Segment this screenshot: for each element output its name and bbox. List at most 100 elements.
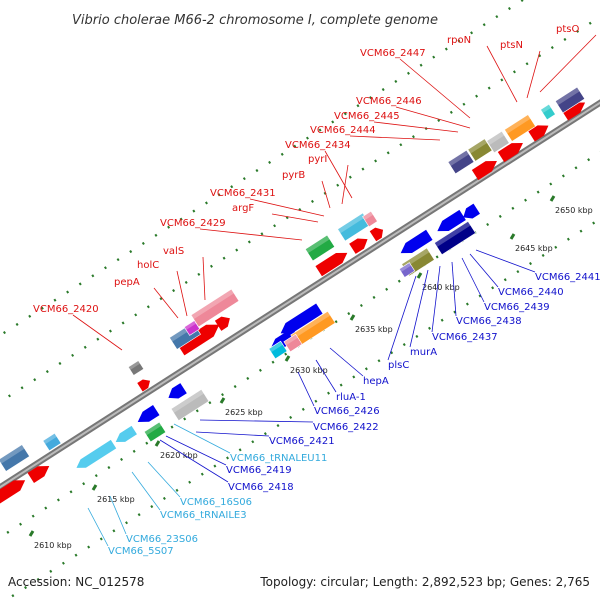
kbp-tick: [509, 233, 516, 240]
top-leader-line: [349, 135, 441, 141]
kbp-tick: [349, 314, 356, 321]
top-leader-line: [202, 256, 206, 301]
gene-box: [283, 333, 303, 353]
kbp-label: 2645 kbp: [515, 244, 553, 253]
gene-label-bottom[interactable]: VCM66_2422: [313, 422, 379, 433]
gene-box: [433, 220, 477, 256]
bottom-leader-line: [147, 461, 181, 498]
gene-label-top[interactable]: VCM66_2429: [160, 218, 226, 229]
gene-label-bottom[interactable]: VCM66_2418: [228, 482, 294, 493]
bottom-leader-line: [329, 347, 364, 377]
gene-label-top[interactable]: ptsO: [556, 24, 579, 35]
gene-label-top[interactable]: VCM66_2434: [285, 140, 351, 151]
gene-box: [268, 340, 288, 360]
gene-arrow: [76, 439, 117, 468]
gene-box: [304, 234, 336, 262]
gene-label-top[interactable]: VCM66_2446: [356, 96, 422, 107]
gene-arrow: [115, 425, 137, 442]
gene-label-top[interactable]: valS: [163, 246, 184, 257]
gene-box: [0, 444, 30, 472]
top-leader-line: [399, 58, 471, 119]
gene-box: [486, 130, 510, 154]
gene-label-bottom[interactable]: VCM66_tRNAILE3: [160, 510, 247, 521]
gene-label-bottom[interactable]: VCM66_2426: [314, 406, 380, 417]
gene-label-bottom[interactable]: VCM66_2437: [432, 332, 498, 343]
gene-label-bottom[interactable]: VCM66_2439: [484, 302, 550, 313]
gene-arrow: [168, 383, 187, 399]
bottom-leader-line: [469, 253, 499, 288]
gene-arrow: [471, 160, 497, 181]
kbp-label: 2630 kbp: [290, 366, 328, 375]
gene-label-top[interactable]: VCM66_2431: [210, 188, 276, 199]
gene-label-bottom[interactable]: rluA-1: [336, 392, 366, 403]
label-leader-lines: [72, 34, 597, 547]
gene-label-bottom[interactable]: VCM66_5S07: [108, 546, 174, 557]
kbp-tick: [28, 530, 35, 537]
gene-arrow: [497, 142, 523, 163]
gene-label-top[interactable]: pyrB: [282, 170, 305, 181]
bottom-leader-line: [109, 495, 127, 535]
gene-label-top[interactable]: rpoN: [447, 35, 471, 46]
gene-label-top[interactable]: pyrI: [308, 154, 327, 165]
accession-text: Accession: NC_012578: [8, 575, 144, 589]
gene-label-top[interactable]: VCM66_2420: [33, 304, 99, 315]
top-leader-line: [486, 45, 518, 103]
kbp-label: 2635 kbp: [355, 325, 393, 334]
kbp-label: 2610 kbp: [34, 541, 72, 550]
ruler-dotted-row: [0, 15, 600, 404]
chromosome-backbone: [0, 99, 600, 491]
gene-features: [0, 86, 586, 505]
top-leader-line: [321, 180, 331, 209]
gene-label-bottom[interactable]: VCM66_2441: [535, 272, 600, 283]
kbp-tick: [91, 484, 98, 491]
bottom-leader-line: [199, 419, 314, 423]
top-leader-line: [324, 150, 353, 199]
gene-label-bottom[interactable]: VCM66_2421: [269, 436, 335, 447]
gene-label-top[interactable]: VCM66_2445: [334, 111, 400, 122]
gene-label-bottom[interactable]: VCM66_tRNALEU11: [230, 453, 327, 464]
gene-box: [504, 114, 536, 142]
gene-label-bottom[interactable]: VCM66_23S06: [126, 534, 198, 545]
gene-label-bottom[interactable]: VCM66_16S06: [180, 497, 252, 508]
gene-label-bottom[interactable]: VCM66_2419: [226, 465, 292, 476]
gene-label-top[interactable]: pepA: [114, 277, 140, 288]
map-title: Vibrio cholerae M66-2 chromosome I, comp…: [72, 13, 438, 28]
bottom-leader-line: [451, 261, 457, 317]
top-leader-line: [373, 121, 459, 133]
top-leader-line: [249, 198, 325, 217]
gene-label-bottom[interactable]: VCM66_2438: [456, 316, 522, 327]
gene-arrow: [0, 480, 26, 505]
gene-label-bottom[interactable]: VCM66_2440: [498, 287, 564, 298]
kbp-label: 2650 kbp: [555, 206, 593, 215]
gene-label-bottom[interactable]: plsC: [388, 360, 409, 371]
kbp-tick: [219, 397, 226, 404]
bottom-leader-line: [475, 249, 536, 273]
gene-arrow: [463, 203, 480, 219]
gene-arrow: [315, 252, 348, 277]
gene-label-top[interactable]: VCM66_2447: [360, 48, 426, 59]
bottom-leader-line: [173, 423, 231, 454]
kbp-tick: [416, 272, 423, 279]
top-leader-line: [199, 228, 303, 241]
gene-arrow: [369, 227, 384, 242]
gene-label-top[interactable]: holC: [137, 260, 159, 271]
gene-label-top[interactable]: ptsN: [500, 40, 523, 51]
kbp-label: 2615 kbp: [97, 495, 135, 504]
bottom-leader-line: [159, 439, 229, 483]
gene-label-bottom[interactable]: hepA: [363, 376, 389, 387]
bottom-leader-line: [297, 371, 315, 407]
bottom-leader-line: [387, 275, 417, 361]
top-leader-line: [176, 270, 188, 317]
ruler-dotted-row: [0, 0, 525, 337]
gene-label-top[interactable]: argF: [232, 203, 254, 214]
gene-arrow: [349, 238, 368, 254]
gene-box: [554, 86, 586, 114]
gene-arrow: [437, 209, 466, 232]
gene-label-bottom[interactable]: murA: [410, 347, 437, 358]
gene-arrow: [400, 229, 433, 254]
genome-summary-text: Topology: circular; Length: 2,892,523 bp…: [259, 575, 590, 589]
kbp-label: 2640 kbp: [422, 283, 460, 292]
gene-label-top[interactable]: VCM66_2444: [310, 125, 376, 136]
